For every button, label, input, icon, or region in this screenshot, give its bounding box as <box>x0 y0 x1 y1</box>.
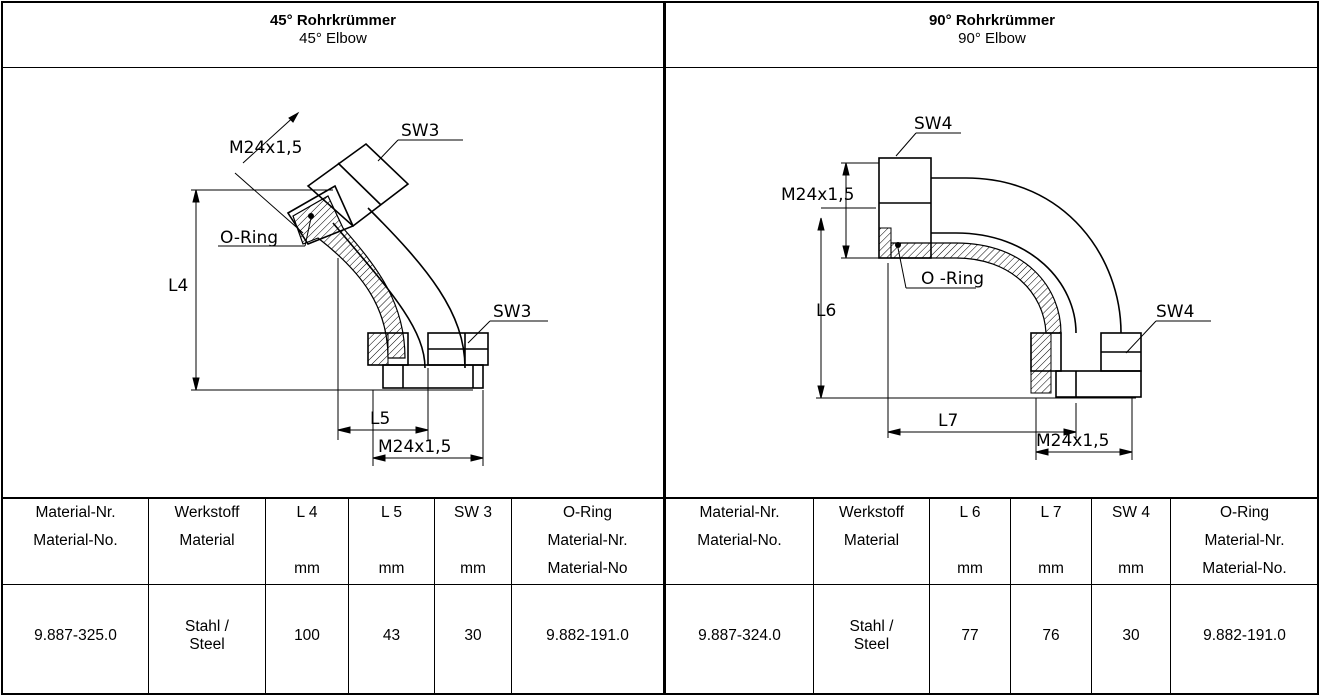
left-length-v-label: L4 <box>168 276 188 296</box>
left-header-cell: L 5 <box>381 504 402 521</box>
right-header-cell: mm <box>1118 560 1144 577</box>
right-header-cell: L 7 <box>1040 504 1062 521</box>
right-row-cell: Stahl / Steel <box>849 618 894 653</box>
left-header-cell: mm <box>294 560 320 577</box>
col-divider <box>813 498 814 695</box>
left-row-cell: 100 <box>294 627 320 644</box>
drawing-divider <box>1 497 1319 499</box>
left-header-cell: Werkstoff <box>174 504 240 521</box>
right-title-en: 90° Elbow <box>958 30 1026 47</box>
col-divider <box>1091 498 1092 695</box>
left-thread-top-label: M24x1,5 <box>229 138 302 158</box>
right-header-cell: L 6 <box>959 504 981 521</box>
right-header-cell: SW 4 <box>1112 504 1150 521</box>
right-header-cell: mm <box>957 560 983 577</box>
right-row-cell: 76 <box>1042 627 1060 644</box>
right-row-cell: 9.882-191.0 <box>1203 627 1286 644</box>
elbow-45-drawing: M24x1,5 SW3 O-Ring L4 SW3 L5 M24x1,5 <box>168 111 548 466</box>
right-sw-top-label: SW4 <box>914 114 952 134</box>
left-row-cell: 9.882-191.0 <box>546 627 629 644</box>
col-divider <box>1170 498 1171 695</box>
left-sw-top-label: SW3 <box>401 121 439 141</box>
right-row-cell: 30 <box>1122 627 1140 644</box>
left-title-de: 45° Rohrkrümmer <box>269 12 397 29</box>
right-length-v-label: L6 <box>816 301 836 321</box>
left-header-cell: SW 3 <box>454 504 492 521</box>
left-row-cell: Stahl / Steel <box>185 618 229 653</box>
col-divider <box>434 498 435 695</box>
left-length-h-label: L5 <box>370 409 390 429</box>
title-divider <box>1 67 1319 68</box>
right-row-cell: 77 <box>961 627 979 644</box>
right-oring-label: O -Ring <box>921 269 984 289</box>
col-divider <box>929 498 930 695</box>
col-divider <box>265 498 266 695</box>
right-header-cell: Material-No. <box>697 532 782 549</box>
right-header-cell: Werkstoff <box>839 504 904 521</box>
right-sw-bottom-label: SW4 <box>1156 302 1194 322</box>
left-header-cell: Material-No <box>547 560 628 577</box>
left-header-cell: Material <box>179 532 235 549</box>
right-title-de: 90° Rohrkrümmer <box>928 12 1056 29</box>
elbow-90-drawing: M24x1,5 SW4 O -Ring L6 SW4 L7 M24x1,5 <box>781 114 1211 460</box>
right-header-cell: Material-Nr. <box>699 504 780 521</box>
header-divider <box>1 584 1319 585</box>
left-header-cell: mm <box>460 560 486 577</box>
left-title: 45° Rohrkrümmer 45° Elbow <box>3 12 663 48</box>
col-divider <box>348 498 349 695</box>
right-length-h-label: L7 <box>938 411 958 431</box>
right-header-cell: mm <box>1038 560 1064 577</box>
left-header-cell: Material-Nr. <box>547 532 628 549</box>
left-row-cell: 43 <box>382 627 401 644</box>
right-header-cell: O-Ring <box>1219 504 1270 521</box>
right-header-cell: Material <box>843 532 900 549</box>
left-row-cell: 30 <box>464 627 482 644</box>
right-header-cell: Material-Nr. <box>1204 532 1285 549</box>
right-thread-bottom-label: M24x1,5 <box>1036 431 1109 451</box>
left-header-cell: mm <box>378 560 405 577</box>
left-row-cell: 9.887-325.0 <box>34 627 117 644</box>
left-sw-bottom-label: SW3 <box>493 302 531 322</box>
col-divider <box>511 498 512 695</box>
right-title: 90° Rohrkrümmer 90° Elbow <box>666 12 1318 48</box>
col-divider <box>148 498 149 695</box>
left-thread-bottom-label: M24x1,5 <box>378 437 451 457</box>
right-row-cell: 9.887-324.0 <box>698 627 781 644</box>
left-oring-label: O-Ring <box>220 228 278 248</box>
col-divider <box>1010 498 1011 695</box>
left-header-cell: L 4 <box>296 504 318 521</box>
right-header-cell: Material-No. <box>1202 560 1287 577</box>
right-thread-top-label: M24x1,5 <box>781 185 854 205</box>
left-header-cell: Material-No. <box>33 532 118 549</box>
center-divider <box>663 1 666 695</box>
left-header-cell: Material-Nr. <box>35 504 116 521</box>
left-title-en: 45° Elbow <box>299 30 367 47</box>
left-header-cell: O-Ring <box>562 504 613 521</box>
